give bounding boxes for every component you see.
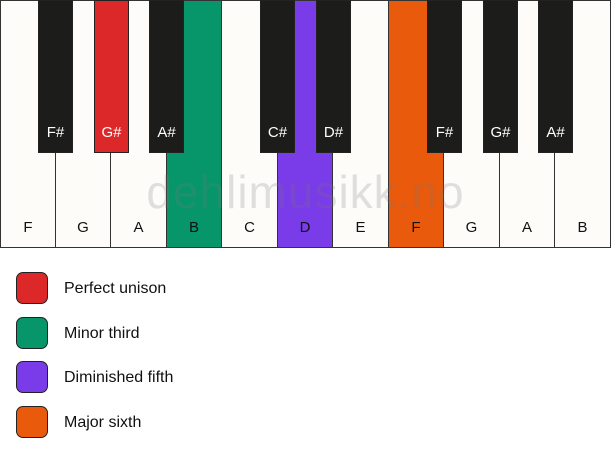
key-label: A#	[546, 124, 565, 141]
key-label: C#	[267, 124, 288, 141]
key-label: F#	[435, 124, 454, 141]
key-label: C	[244, 219, 255, 236]
key-label: B	[188, 219, 199, 236]
black-key-f-sharp: F#	[427, 0, 462, 153]
key-label: B	[577, 219, 588, 236]
black-key-g-sharp: G#	[483, 0, 518, 153]
black-key-a-sharp: A#	[538, 0, 573, 153]
legend-label: Perfect unison	[64, 280, 167, 297]
legend-swatch-green	[16, 316, 48, 349]
legend-label: Minor third	[64, 324, 140, 342]
legend-label: Major sixth	[64, 413, 142, 431]
key-label: A	[521, 219, 532, 236]
black-key-d-sharp: D#	[316, 0, 351, 153]
key-label: G	[77, 219, 89, 236]
piano-keyboard: F G A B C D E F G A B dehlimusikk.no F# …	[0, 0, 611, 248]
key-label: D	[299, 219, 311, 236]
legend-swatch-purple	[16, 361, 48, 393]
key-label: D#	[323, 124, 344, 141]
key-label: E	[355, 219, 366, 236]
key-label: F#	[46, 124, 65, 141]
black-key-c-sharp: C#	[260, 0, 295, 153]
key-label: G#	[490, 124, 511, 141]
legend-swatch-red	[16, 272, 48, 304]
key-label: G#	[101, 124, 122, 141]
key-label: F	[23, 219, 33, 236]
key-label: A#	[157, 124, 176, 141]
key-label: A	[133, 219, 144, 236]
legend-swatch-orange	[16, 405, 48, 438]
black-key-g-sharp-highlighted: G#	[94, 0, 129, 153]
black-key-f-sharp: F#	[38, 0, 73, 153]
legend-label: Diminished fifth	[64, 369, 174, 386]
key-label: F	[411, 219, 421, 236]
key-label: G	[465, 219, 478, 236]
black-key-a-sharp: A#	[149, 0, 184, 153]
